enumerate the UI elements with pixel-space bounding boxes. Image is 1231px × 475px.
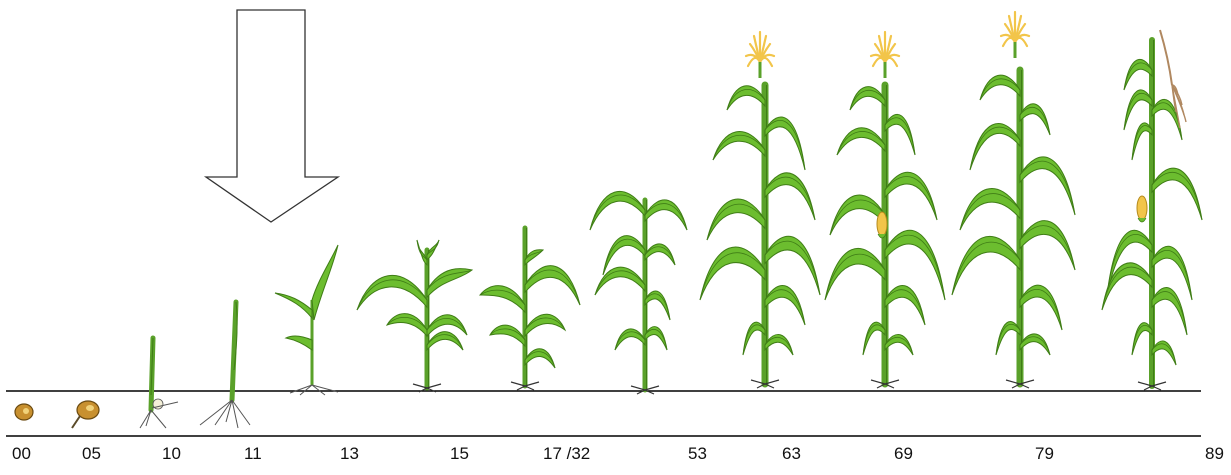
plant-stage-69	[824, 81, 946, 389]
plant-stage-15	[356, 239, 474, 393]
stage-label-15: 15	[450, 444, 469, 463]
stage-label-53: 53	[688, 444, 707, 463]
tassel-stage-63	[744, 30, 776, 78]
stage-label-10: 10	[162, 444, 181, 463]
seedling-stage-10	[139, 335, 179, 429]
stage-label-11: 11	[244, 444, 262, 463]
plant-stage-63	[699, 81, 821, 389]
plant-stage-17-32	[479, 225, 581, 391]
seedling-stage-11	[199, 299, 251, 429]
stage-label-89: 89	[1205, 444, 1224, 463]
stage-label-00: 00	[12, 444, 31, 463]
plant-stage-89	[1101, 37, 1203, 391]
seed-stage-00	[14, 403, 34, 421]
stage-label-79: 79	[1035, 444, 1054, 463]
down-arrow-icon	[203, 9, 341, 223]
plant-stage-53	[589, 191, 688, 395]
tassel-stage-69	[869, 30, 901, 239]
tassel-stage-79	[999, 10, 1031, 58]
tassel-stage-89	[1136, 29, 1187, 223]
stage-label-63: 63	[782, 444, 801, 463]
stage-label-13: 13	[340, 444, 359, 463]
stage-label-69: 69	[894, 444, 913, 463]
stage-label-17-32: 17 /32	[543, 444, 591, 463]
seed-stage-05	[71, 400, 100, 429]
seedling-stage-13	[274, 244, 339, 396]
plant-stage-79	[951, 66, 1076, 389]
stage-label-05: 05	[82, 444, 101, 463]
